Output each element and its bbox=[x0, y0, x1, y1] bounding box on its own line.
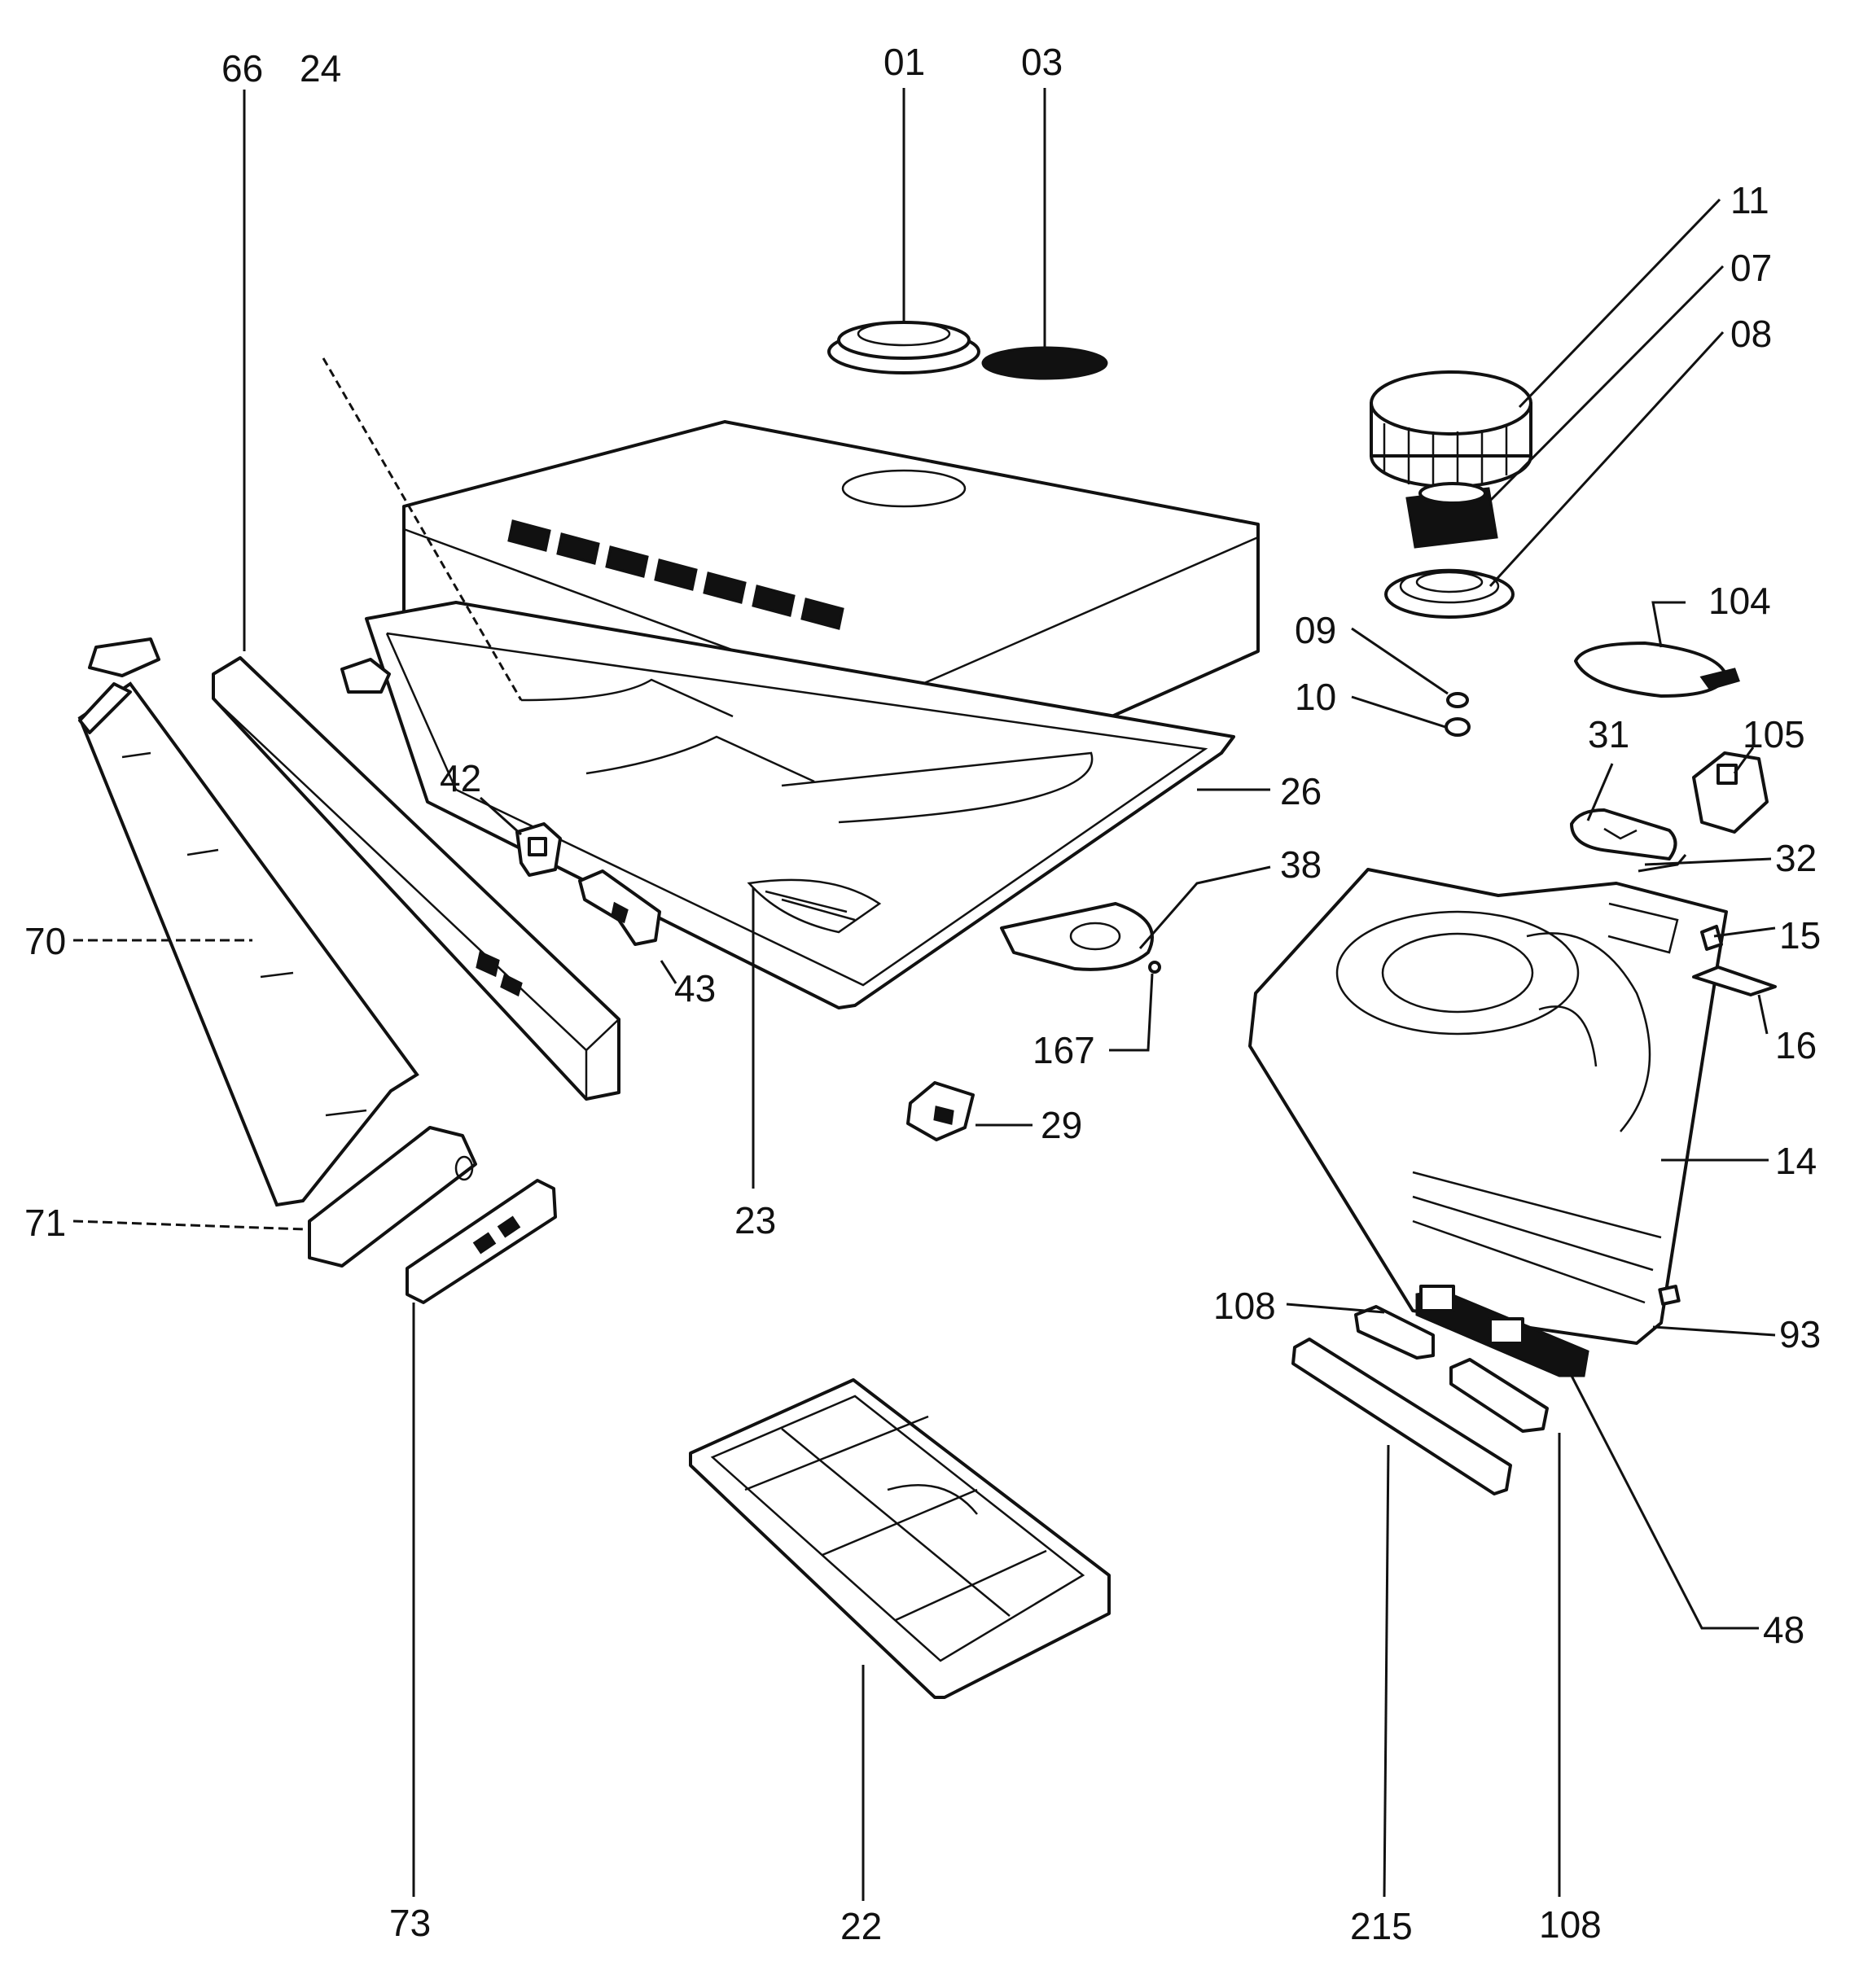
part-14-fan-housing bbox=[1248, 868, 1728, 1345]
label-108-upper: 108 bbox=[1213, 1285, 1276, 1327]
part-01-collar bbox=[827, 321, 980, 374]
part-104-lamp-cover bbox=[1574, 642, 1740, 698]
part-31-bulb bbox=[1570, 808, 1677, 860]
label-73: 73 bbox=[389, 1902, 431, 1944]
label-01: 01 bbox=[883, 41, 925, 83]
part-11-filter-cylinder bbox=[1370, 370, 1532, 488]
label-108-lower: 108 bbox=[1539, 1903, 1602, 1946]
label-24: 24 bbox=[300, 47, 341, 90]
label-31: 31 bbox=[1588, 713, 1629, 755]
label-32: 32 bbox=[1775, 837, 1817, 879]
part-clip-small bbox=[340, 658, 391, 694]
label-215: 215 bbox=[1350, 1905, 1413, 1947]
label-167: 167 bbox=[1033, 1029, 1095, 1071]
part-38-handle bbox=[1000, 902, 1154, 971]
part-48-switch-board bbox=[1415, 1285, 1589, 1377]
label-11: 11 bbox=[1730, 179, 1769, 221]
label-23: 23 bbox=[734, 1199, 776, 1241]
part-105-socket bbox=[1692, 751, 1769, 834]
label-07: 07 bbox=[1730, 247, 1772, 289]
label-104: 104 bbox=[1708, 580, 1771, 622]
label-48: 48 bbox=[1763, 1609, 1804, 1651]
label-42: 42 bbox=[440, 757, 481, 799]
part-23-mesh bbox=[747, 878, 882, 934]
part-07-motor bbox=[1405, 482, 1498, 549]
part-03-disc bbox=[981, 346, 1108, 380]
label-71: 71 bbox=[24, 1202, 66, 1244]
part-16-wedge bbox=[1692, 966, 1777, 996]
part-108b-slider bbox=[1449, 1358, 1549, 1433]
label-15: 15 bbox=[1779, 914, 1821, 957]
part-71-bracket bbox=[308, 1126, 477, 1268]
label-43: 43 bbox=[674, 967, 716, 1009]
label-105: 105 bbox=[1743, 713, 1805, 755]
part-10-washer bbox=[1445, 717, 1471, 737]
label-08: 08 bbox=[1730, 313, 1772, 355]
label-38: 38 bbox=[1280, 843, 1322, 886]
part-70-glass-panel bbox=[77, 681, 419, 1207]
part-43-latch bbox=[578, 869, 661, 946]
label-70: 70 bbox=[24, 920, 66, 962]
part-26-frame bbox=[365, 601, 1235, 1009]
part-108a-slider bbox=[1354, 1305, 1435, 1360]
part-32-wire bbox=[1638, 854, 1687, 873]
label-03: 03 bbox=[1021, 41, 1063, 83]
part-215-rail bbox=[1291, 1338, 1512, 1495]
label-09: 09 bbox=[1295, 609, 1336, 651]
label-26: 26 bbox=[1280, 770, 1322, 812]
part-167-screw bbox=[1148, 961, 1161, 974]
label-29: 29 bbox=[1041, 1104, 1082, 1146]
part-08-impeller bbox=[1384, 568, 1515, 619]
part-labels: 01 03 66 24 11 07 08 09 10 104 105 31 32… bbox=[24, 41, 1821, 1947]
label-14: 14 bbox=[1775, 1140, 1817, 1182]
part-42-clip bbox=[515, 822, 562, 877]
part-29-clip bbox=[906, 1081, 975, 1141]
part-70-top-bracket bbox=[78, 637, 160, 734]
part-73-control-block bbox=[406, 1179, 557, 1304]
part-66-front-bar bbox=[212, 656, 620, 1101]
part-09-washer bbox=[1446, 692, 1469, 708]
part-93-block bbox=[1658, 1285, 1681, 1306]
label-22: 22 bbox=[840, 1905, 882, 1947]
label-93: 93 bbox=[1779, 1313, 1821, 1355]
label-10: 10 bbox=[1295, 676, 1336, 718]
label-16: 16 bbox=[1775, 1024, 1817, 1066]
label-66: 66 bbox=[221, 47, 263, 90]
part-22-filter-tray bbox=[689, 1378, 1111, 1699]
part-15-tab bbox=[1700, 925, 1723, 951]
leader-lines bbox=[72, 88, 1776, 1901]
